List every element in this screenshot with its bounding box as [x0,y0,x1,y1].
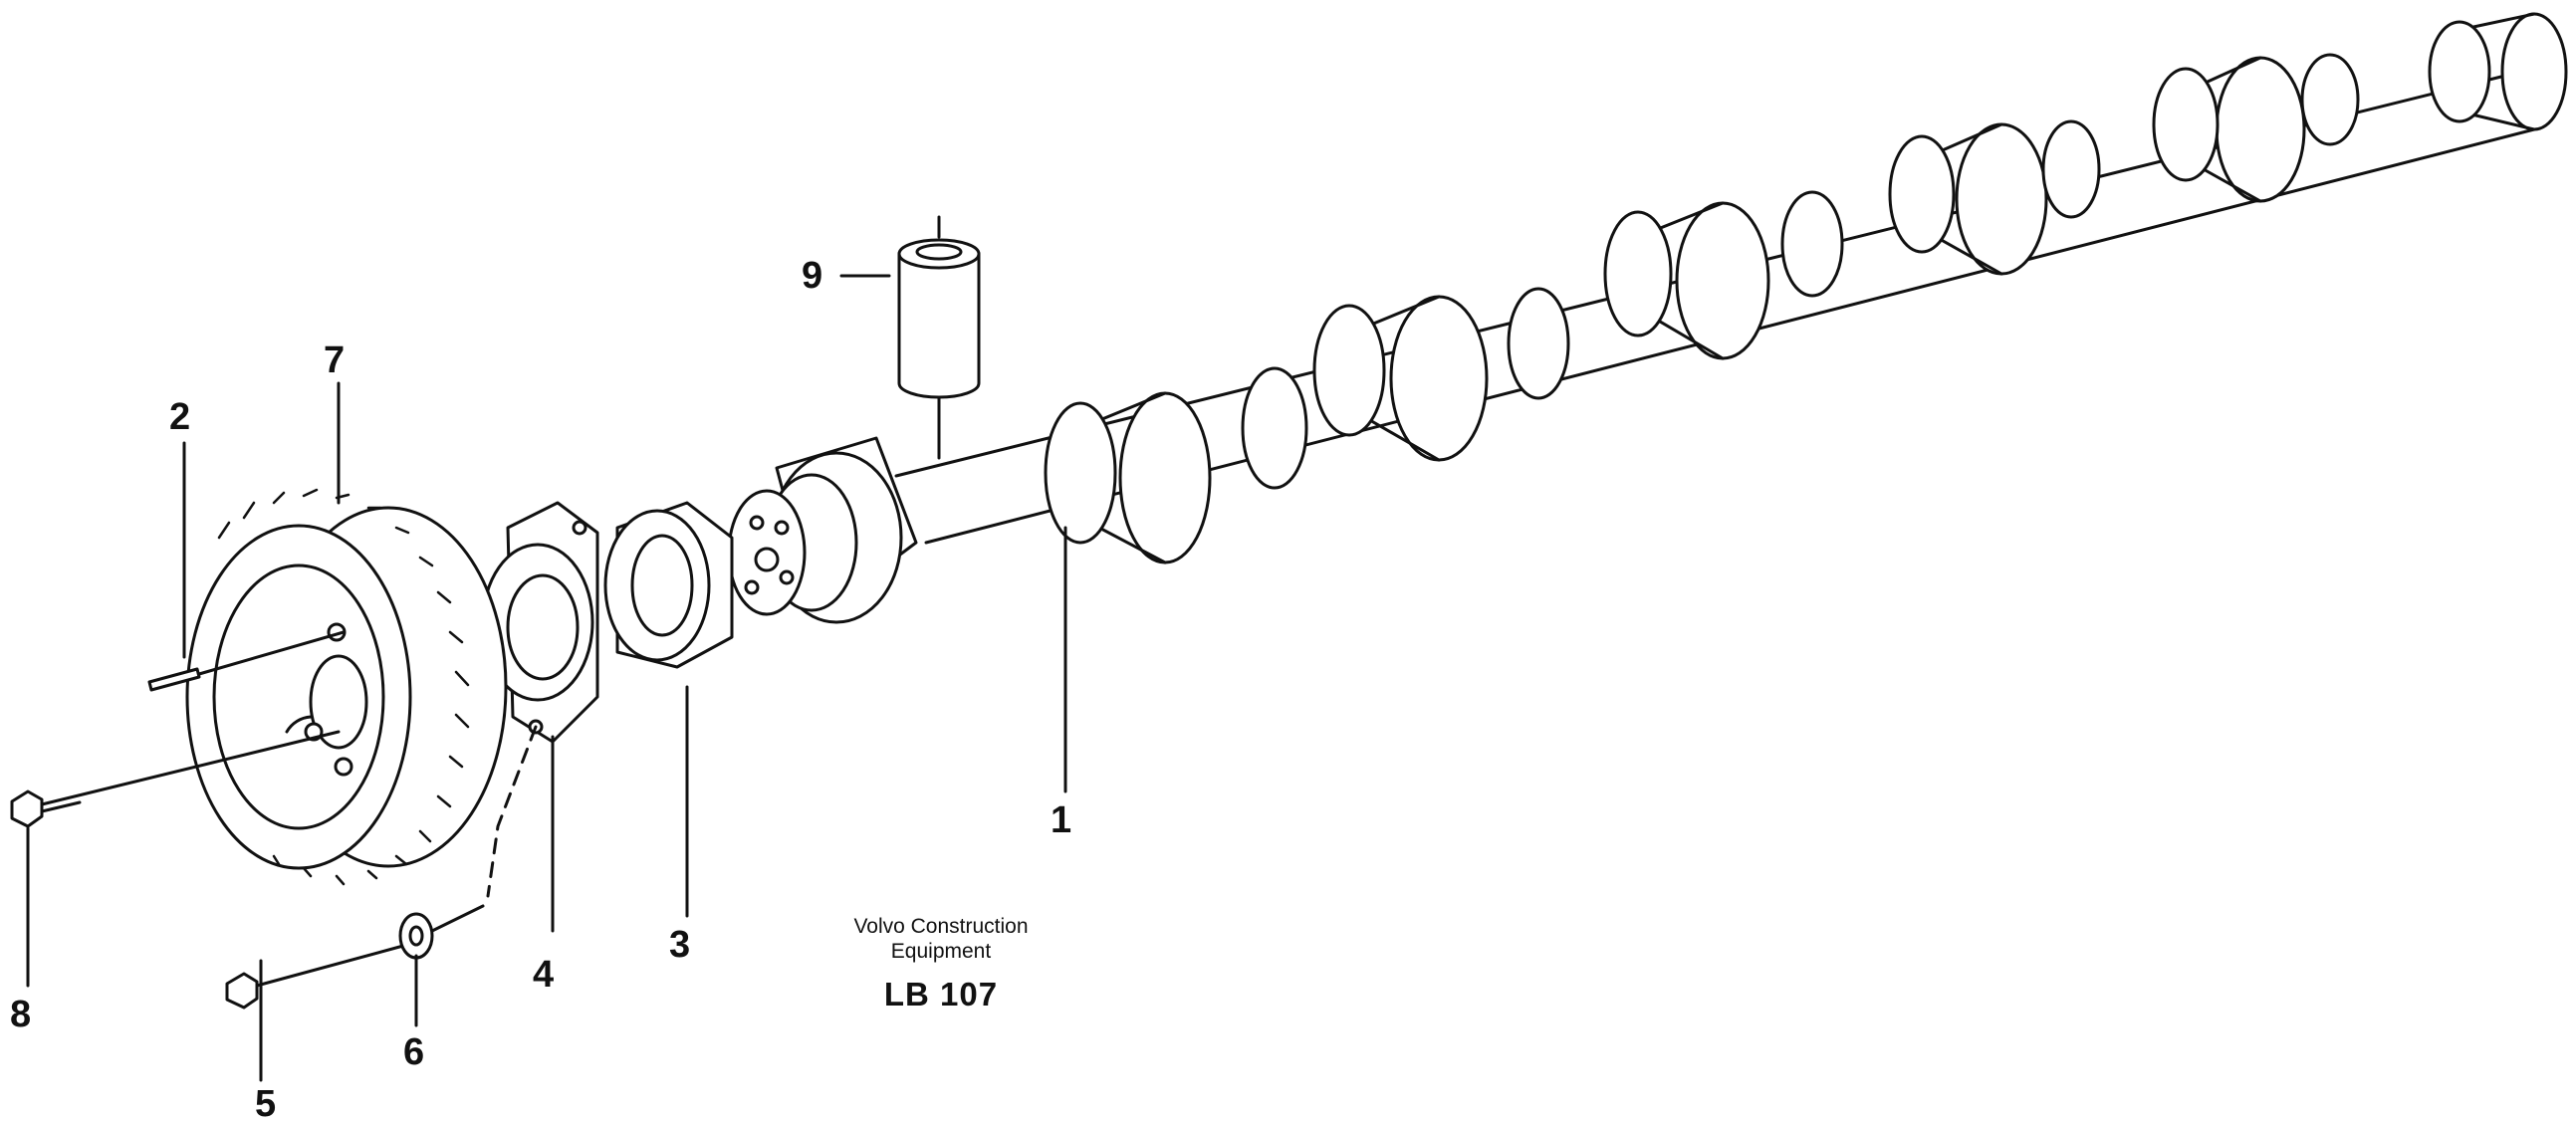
timing-gear [185,381,508,870]
callout-4: 4 [533,954,555,996]
callout-5: 5 [255,1083,277,1125]
caption-line-2: Equipment [890,940,992,963]
caption-line-1: Volvo Construction [853,915,1029,938]
washer [398,904,485,1027]
spacer-ring [603,501,734,918]
callout-9: 9 [802,255,823,297]
gear-teeth [217,488,470,886]
callout-6: 6 [403,1031,425,1073]
thrust-flange [481,501,599,933]
callout-8: 8 [10,994,32,1035]
bolt-long [10,730,341,988]
callout-3: 3 [669,924,691,966]
callout-2: 2 [169,396,191,438]
dowel-pin [147,441,346,692]
bushing [839,215,981,460]
callout-1: 1 [1051,799,1072,841]
diagram-caption: Volvo Construction Equipment LB 107 [826,914,1055,1013]
camshaft [727,12,2568,793]
caption-code: LB 107 [883,976,999,1012]
callout-7: 7 [324,339,346,381]
bolt-short [225,944,405,1082]
